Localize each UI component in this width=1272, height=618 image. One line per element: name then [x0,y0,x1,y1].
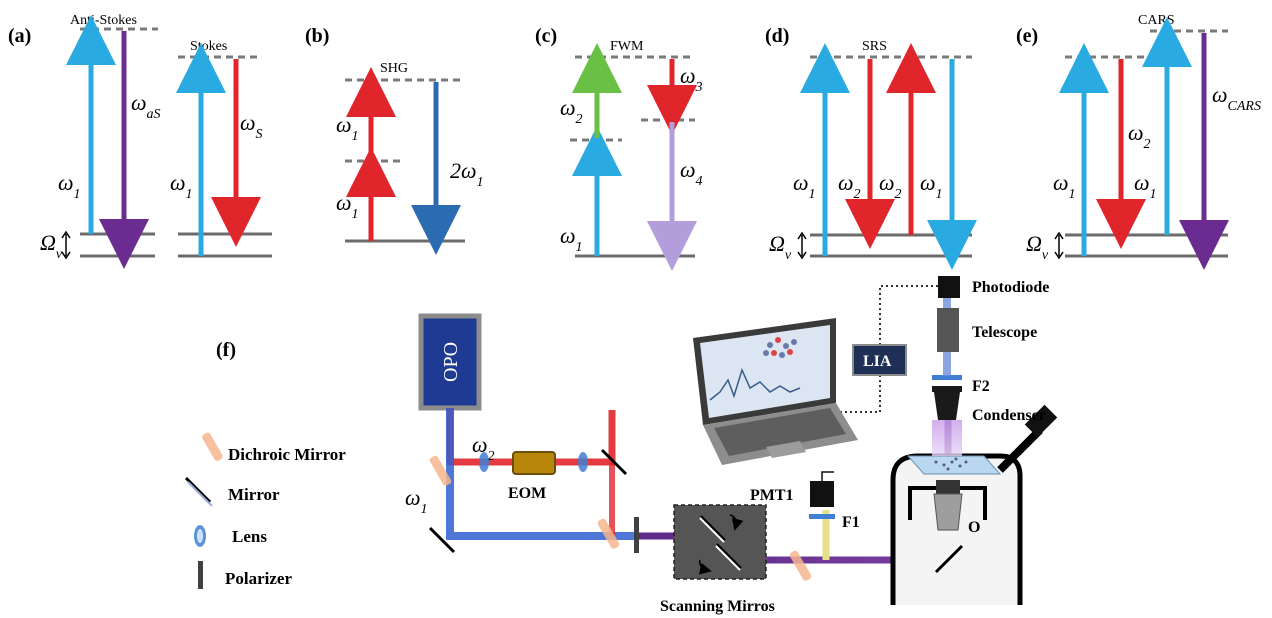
w2-beam-label: ω2 [472,432,495,464]
legend-polarizer: Polarizer [225,569,292,588]
photodiode-icon [938,276,960,298]
w1-label: ω1 [170,170,193,202]
lens-icon [479,452,489,472]
omega-v-label: Ων [769,231,792,263]
omega-v-label: Ων [40,230,63,262]
w3-label: ω3 [680,63,703,95]
condenser-icon [934,392,960,420]
legend-dichroic: Dichroic Mirror [228,445,346,464]
opo-box [418,313,482,411]
w1-label: ω1 [1134,170,1157,202]
pmt1-label: PMT1 [750,487,794,504]
objective-label: O [968,519,980,536]
panel-e-tag: (e) [1016,25,1038,47]
panel-b-tag: (b) [305,25,329,47]
w2-label: ω2 [838,170,861,202]
dichroic-mirror-icon [429,455,452,486]
pmt1-box [810,481,834,507]
eom-label: EOM [508,485,546,502]
srs-title: SRS [862,39,887,54]
telescope-label: Telescope [972,324,1037,341]
opo-label: OPO [440,342,462,382]
was-label: ωaS [131,90,161,122]
panel-c-tag: (c) [535,25,557,47]
lens-icon [578,452,588,472]
panel-c: (c) FWM ω2 ω1 ω3 ω4 [535,25,703,271]
dichroic-mirror-icon [597,518,620,549]
laptop-icon [693,318,858,465]
condenser-label: Condenser [972,407,1046,424]
w2-label: ω2 [879,170,902,202]
mirror-icon [184,476,212,504]
ws-label: ωS [240,110,263,142]
pump-beam [446,408,636,540]
anti-stokes-title: Anti-Stokes [70,13,137,28]
w1-label: ω1 [58,170,81,202]
f2-label: F2 [972,378,990,395]
objective-top [936,480,960,494]
eom-box [512,451,556,475]
telescope-icon [937,308,959,352]
f2-filter [932,375,962,380]
legend-lens: Lens [232,527,267,546]
w1-label: ω1 [336,112,359,144]
lia-box [852,344,907,376]
legend: Dichroic Mirror Mirror Lens Polarizer [184,432,346,589]
w4-label: ω4 [680,157,703,189]
scanning-label: Scanning Mirros [660,598,775,615]
photodiode-label: Photodiode [972,279,1049,296]
omega-v-label: Ων [1026,231,1049,263]
dichroic-mirror-icon [202,432,223,461]
panel-b: (b) SHG ω1 ω1 2ω1 [305,25,484,255]
legend-mirror: Mirror [228,485,280,504]
w1-label: ω1 [1053,170,1076,202]
panel-d: (d) SRS Ων ω1 ω2 ω2 ω1 [765,25,977,270]
fwm-title: FWM [610,39,644,54]
lia-label: LIA [863,353,892,370]
sample-slide [906,455,1002,475]
mirror-icon [428,526,456,554]
w1-label: ω1 [793,170,816,202]
panel-f: (f) Dichroic Mirror Mirror Lens Polarize… [184,276,1058,615]
polarizer-icon [198,561,203,589]
mirror-icon [600,448,628,476]
condenser-glow [932,420,962,456]
wcars-label: ωCARS [1212,82,1261,114]
panel-d-tag: (d) [765,25,789,47]
2w1-label: 2ω1 [450,158,484,190]
panel-f-tag: (f) [216,339,236,361]
w2-label: ω2 [560,95,583,127]
f1-label: F1 [842,514,860,531]
mirror-icon [934,544,964,574]
dichroic-mirror-icon [789,550,812,581]
signal-wire [879,285,938,345]
shg-title: SHG [380,61,408,76]
w2-label: ω2 [1128,120,1151,152]
panel-a: (a) Anti-Stokes Stokes Ων ω1 ωaS ω1 ωS [8,13,272,269]
w1-label: ω1 [560,223,583,255]
stokes-title: Stokes [190,39,227,54]
w1-beam-label: ω1 [405,485,428,517]
f1-filter [809,514,835,519]
panel-e: (e) CARS Ων ω1 ω2 ω1 ωCARS [1016,13,1261,270]
objective-lens [933,493,963,531]
polarizer-icon [634,517,639,553]
scanning-mirrors-box[interactable] [673,504,767,580]
cars-title: CARS [1138,13,1175,28]
w1-label: ω1 [920,170,943,202]
panel-a-tag: (a) [8,25,31,47]
w1-label: ω1 [336,190,359,222]
